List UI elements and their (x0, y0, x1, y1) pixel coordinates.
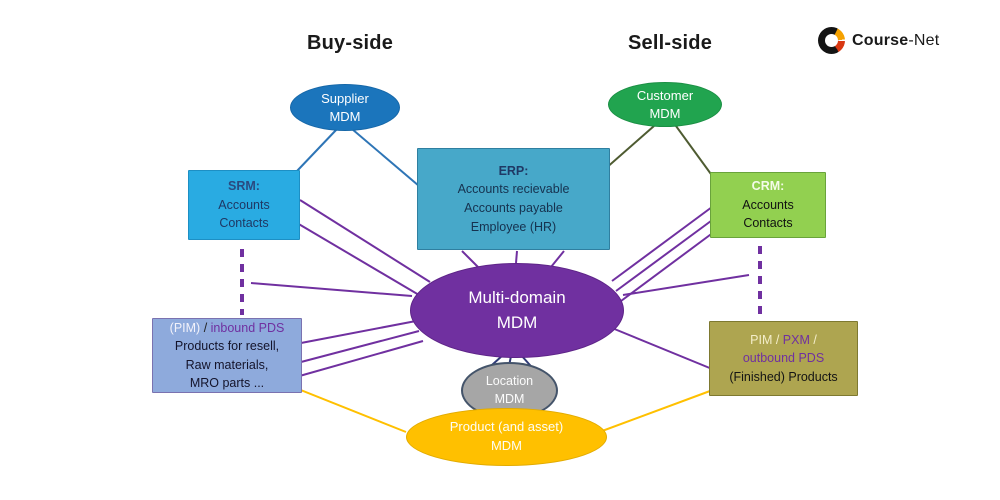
connector-srm-mdm-2 (296, 222, 420, 296)
product-mdm-node: Product (and asset) MDM (406, 408, 607, 466)
pim-outbound-label-products: (Finished) Products (729, 369, 838, 384)
erp-node: ERP: Accounts recievable Accounts payabl… (417, 148, 610, 250)
buy-side-title: Buy-side (306, 32, 394, 54)
connector-srm-mdm-1 (299, 199, 431, 283)
connector-supplier-srm (296, 128, 338, 172)
crm-label-contacts: Contacts (743, 216, 793, 231)
location-mdm-label-line1: Location (485, 374, 534, 388)
connector-crm-mdm-3 (620, 228, 719, 302)
connector-crm-mdm-2 (615, 217, 716, 292)
pim-inbound-label-resell: Products for resell, (174, 339, 280, 354)
supplier-mdm-label-line2: MDM (329, 108, 361, 124)
location-mdm-label-line2: MDM (494, 391, 525, 406)
pim-outbound-title-sep2: / (809, 333, 817, 348)
pim-outbound-title-line1: PIM / PXM / (750, 331, 817, 349)
srm-label-contacts: Contacts (219, 216, 269, 231)
connector-piminbound-mdm-2 (300, 330, 420, 363)
customer-mdm-node: Customer MDM (608, 82, 722, 127)
course-net-ring-hole (825, 34, 838, 47)
pim-inbound-title-sep: / (200, 321, 211, 336)
product-mdm-label-line1: Product (and asset) (449, 419, 564, 435)
pim-outbound-title-pds: outbound PDS (742, 351, 825, 366)
erp-label-employee: Employee (HR) (470, 219, 557, 234)
crm-label-accounts: Accounts (742, 197, 794, 212)
srm-title: SRM: (228, 178, 260, 193)
crm-title: CRM: (751, 178, 785, 193)
pim-inbound-label-mroparts: MRO parts ... (189, 375, 265, 390)
connector-erp-mdm-2 (515, 250, 518, 264)
connector-erp-mdm-3 (550, 250, 565, 268)
connector-erp-mdm-1 (461, 250, 479, 268)
multi-domain-mdm-label-line1: Multi-domain (468, 287, 566, 307)
customer-mdm-label-line2: MDM (649, 105, 681, 121)
course-net-ring-icon (818, 27, 845, 54)
pim-outbound-title-sep1: / (772, 333, 783, 348)
connector-piminbound-mdm-3 (295, 340, 424, 378)
erp-label-payable: Accounts payable (464, 201, 563, 215)
pim-inbound-label-rawmaterials: Raw materials, (185, 357, 269, 372)
pim-outbound-title-pim: PIM (750, 333, 773, 348)
crm-node: CRM: Accounts Contacts (710, 172, 826, 238)
sell-side-title: Sell-side (627, 32, 713, 54)
connector-mdm-right-dashed (622, 274, 750, 296)
multi-domain-mdm-node: Multi-domain MDM (410, 263, 624, 358)
connector-mdm-pimoutbound (611, 327, 718, 372)
srm-label-accounts: Accounts (218, 197, 270, 212)
pim-inbound-node: (PIM) / inbound PDS Products for resell,… (152, 318, 302, 393)
connector-piminbound-mdm-1 (300, 320, 417, 344)
pim-outbound-title-pxm: PXM (782, 333, 810, 348)
pim-outbound-node: PIM / PXM / outbound PDS (Finished) Prod… (709, 321, 858, 396)
supplier-mdm-label-line1: Supplier (321, 90, 369, 106)
erp-title: ERP: (498, 163, 529, 178)
course-net-logo: Course-Net (818, 27, 939, 54)
course-net-wordmark-bold: Course (852, 31, 909, 49)
course-net-wordmark-light: -Net (908, 31, 940, 49)
course-net-wordmark: Course-Net (852, 32, 939, 50)
multi-domain-mdm-label-line2: MDM (496, 312, 538, 332)
pim-inbound-title-pds: inbound PDS (210, 321, 285, 336)
connector-product-pimoutbound (593, 390, 711, 435)
product-mdm-label-line2: MDM (490, 438, 523, 453)
connector-crm-mdm-1 (611, 206, 713, 282)
pim-inbound-title-pim: (PIM) (169, 321, 201, 336)
customer-mdm-label-line1: Customer (636, 87, 694, 103)
connector-mdm-left-dashed (250, 282, 413, 297)
srm-node: SRM: Accounts Contacts (188, 170, 300, 240)
pim-inbound-title: (PIM) / inbound PDS (170, 319, 285, 337)
erp-label-receivable: Accounts recievable (457, 182, 570, 197)
supplier-mdm-node: Supplier MDM (290, 84, 400, 131)
